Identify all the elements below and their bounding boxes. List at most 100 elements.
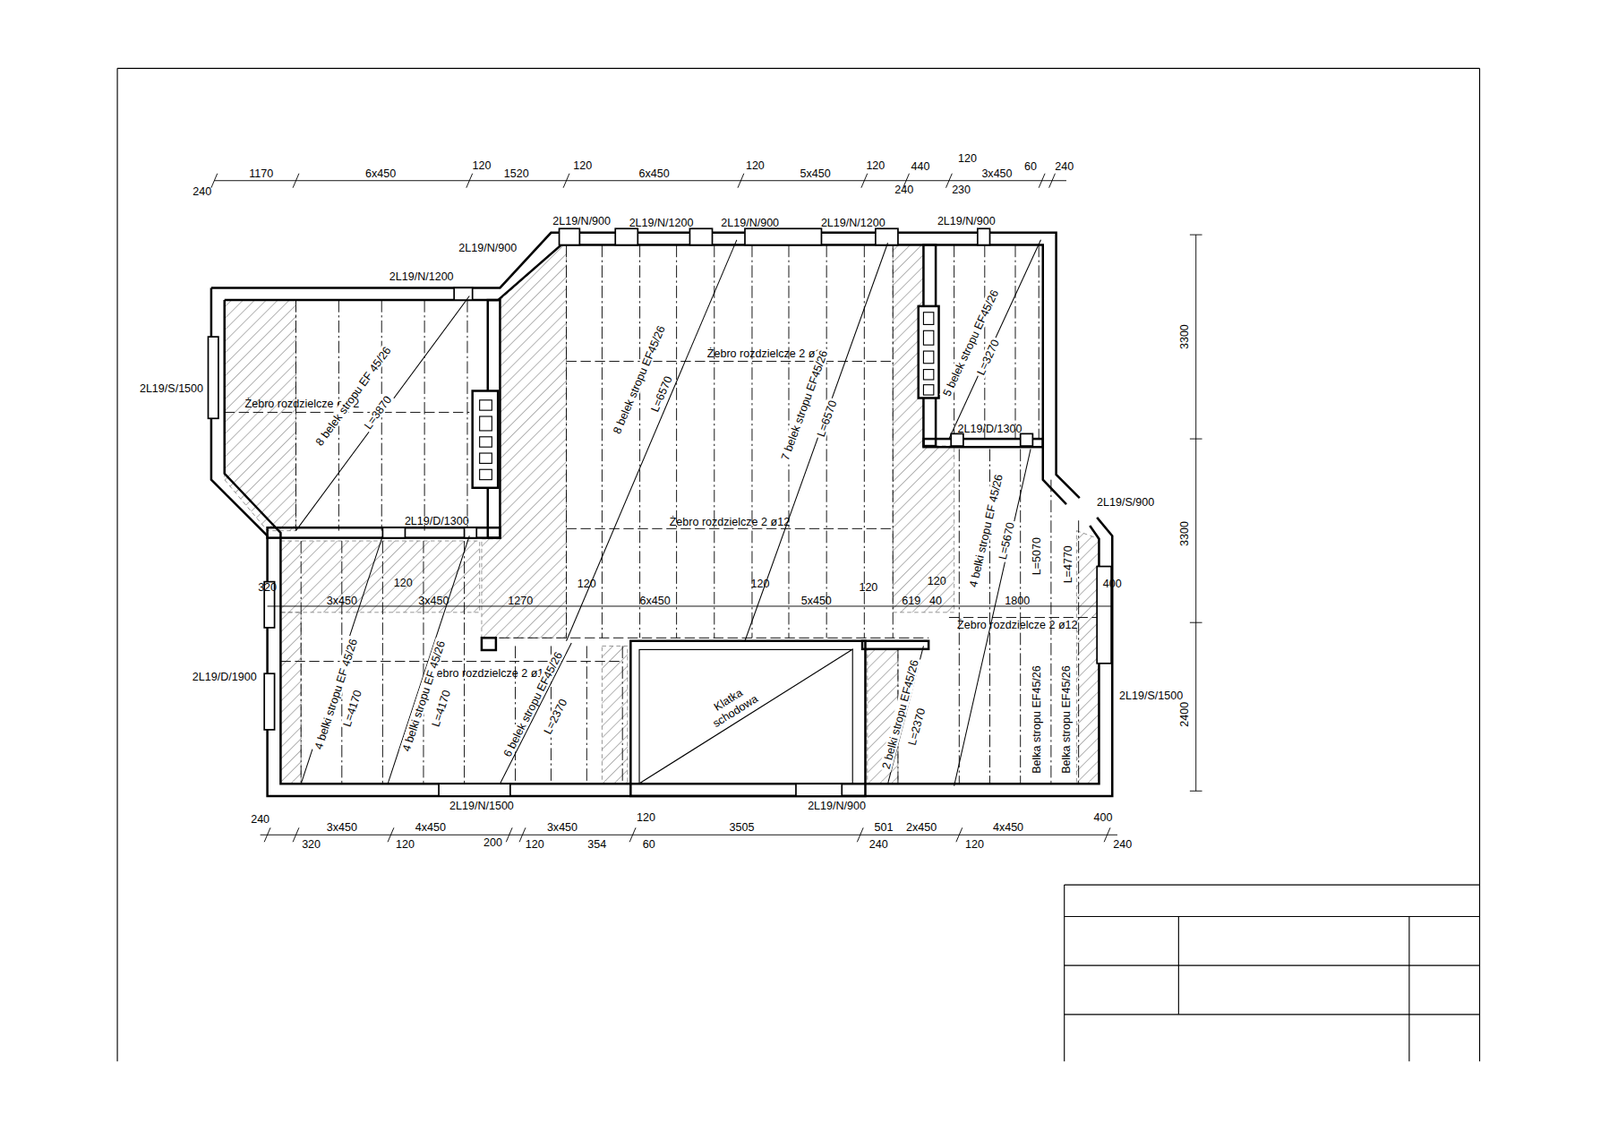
dimension-label: 3505 (729, 820, 755, 833)
dimension-label: 120 (745, 159, 765, 172)
beam-label: 3300 (1177, 322, 1190, 351)
dimension-label: Żebro rozdzielcze 2 ø12 (429, 666, 550, 679)
lintel (207, 228, 1112, 796)
dimension-label: 2x450 (906, 820, 937, 833)
dimension-label: 40 (929, 593, 942, 607)
dimension-label: 2L19/N/1200 (389, 270, 454, 283)
stair-diagonal (638, 649, 853, 784)
dimension-label: 1520 (504, 167, 530, 180)
dimension-label: 5x450 (801, 593, 832, 607)
dimension-label: 501 (874, 820, 894, 833)
dimension-label: 1800 (1004, 593, 1030, 607)
dimension-label: 2L19/D/1900 (192, 670, 257, 684)
dimension-label: Żebro rozdzielcze 2 ø12 (669, 514, 790, 528)
beam-label: L=4770 (1060, 543, 1074, 586)
dimension-label: 3x450 (326, 820, 358, 833)
dimension-label: 60 (642, 838, 656, 851)
beam-label: Belka stropu EF45/26 (1060, 663, 1073, 776)
beam-label: L=6570 (813, 396, 840, 441)
hatched-zone (224, 245, 1100, 785)
dimension-label: 2L19/N/1500 (449, 798, 514, 812)
dimension-label: 354 (587, 838, 607, 851)
dimension-label: 440 (911, 160, 931, 173)
beam-label: 4 belki stropu EF 45/26 (966, 470, 1005, 591)
rib-line (224, 360, 1100, 661)
dimension-line (211, 173, 1203, 843)
dimension-label: 400 (1103, 577, 1122, 591)
room-label: Klatka schodowa (691, 672, 772, 737)
dimension-label: 60 (1024, 160, 1037, 173)
dimension-label: 120 (751, 577, 771, 591)
dimension-label: 2L19/N/900 (552, 213, 611, 227)
beam-label: L=5670 (995, 519, 1018, 564)
dimension-label: 120 (858, 580, 878, 593)
dimension-label: 2L19/D/1300 (404, 513, 470, 527)
dimension-label: 120 (395, 838, 415, 851)
beam-label: L=5070 (1030, 535, 1044, 578)
dimension-label: 120 (577, 577, 597, 591)
dimension-label: 120 (525, 838, 545, 851)
dimension-label: 2L19/S/900 (1096, 496, 1155, 509)
dimension-label: 2L19/N/1200 (821, 216, 886, 230)
dimension-label: 120 (573, 159, 592, 172)
dimension-label: 2L19/N/900 (937, 213, 996, 227)
dimension-label: 240 (192, 184, 212, 197)
beam-label: 3300 (1177, 519, 1190, 548)
dimension-label: 320 (257, 580, 277, 593)
dimension-label: 230 (951, 183, 971, 197)
dimension-label: 200 (483, 835, 503, 848)
dimension-label: 240 (869, 838, 889, 851)
dimension-label: Żebro rozdzielcze 2 ø12 (707, 346, 828, 360)
beam-label: 2400 (1177, 700, 1190, 729)
dimension-label: 6x450 (365, 167, 396, 180)
dimension-label: 400 (1094, 811, 1113, 824)
dimension-label: 120 (636, 811, 656, 824)
dimension-label: 320 (301, 838, 321, 851)
dimension-label: 3x450 (326, 593, 358, 607)
dimension-label: 1270 (507, 593, 533, 607)
dimension-label: 120 (958, 152, 977, 165)
dimension-label: 4x450 (415, 820, 446, 833)
dimension-label: 240 (1112, 838, 1132, 851)
dimension-label: 120 (393, 576, 413, 590)
beam-label: L=2370 (539, 694, 571, 738)
beam-label: L=4170 (339, 686, 365, 731)
wall-outline (211, 232, 1113, 796)
dimension-label: 120 (965, 838, 984, 851)
beam-label: L=3270 (973, 335, 1002, 379)
dimension-label: Żebro rozdzielcze 2 ø12 (957, 618, 1078, 632)
beam-label: 7 belek stropu EF45/26 (778, 346, 831, 464)
dimension-label: 2L19/S/1500 (139, 381, 204, 394)
dimension-label: 120 (865, 159, 885, 172)
dimension-label: 2L19/S/1500 (1119, 688, 1183, 702)
beam-leader (296, 239, 1042, 787)
dimension-label: 240 (894, 183, 914, 197)
dimension-label: 3x450 (418, 593, 449, 607)
dimension-label: 3x450 (981, 167, 1012, 180)
stair-well: Klatka schodowa (638, 649, 853, 784)
beam-label: L=2370 (905, 704, 928, 749)
dimension-label: 6x450 (638, 167, 669, 180)
dimension-label: 5x450 (800, 167, 831, 180)
dimension-label: 240 (250, 812, 270, 825)
dimension-label: 3x450 (547, 820, 578, 833)
dimension-label: 4x450 (992, 820, 1024, 833)
dimension-label: 2L19/N/1200 (629, 216, 694, 230)
dimension-label: 2L19/N/900 (458, 241, 517, 255)
dimension-label: 6x450 (640, 593, 671, 607)
dimension-label: 619 (901, 593, 921, 607)
dimension-label: 1170 (248, 167, 274, 180)
dimension-label: 2L19/N/900 (807, 798, 866, 812)
dimension-label: 2L19/N/900 (720, 216, 779, 230)
beam-label: Belka stropu EF45/26 (1030, 663, 1044, 776)
beam-line (296, 245, 1079, 785)
dimension-label: 240 (1054, 160, 1074, 173)
dimension-label: 120 (471, 159, 491, 172)
dimension-label: 2L19/D/1300 (958, 422, 1023, 436)
beam-label: L=4170 (428, 686, 454, 731)
beam-label: 8 belek stropu EF45/26 (609, 322, 668, 438)
chimney-flue (479, 312, 934, 480)
sheet-frame (117, 68, 1480, 1061)
